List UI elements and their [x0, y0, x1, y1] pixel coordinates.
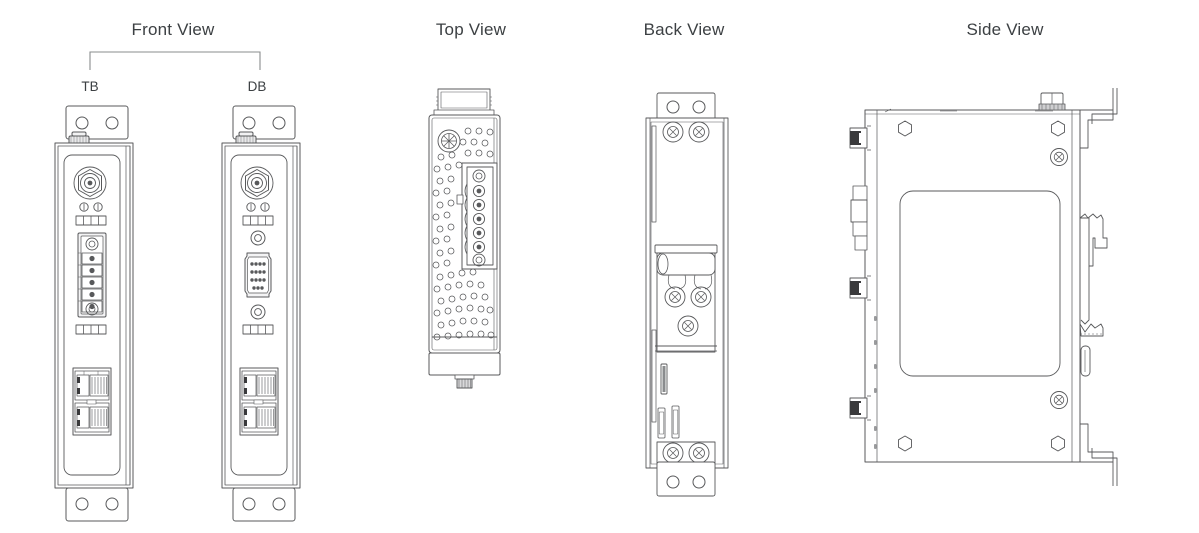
terminal-block-connector — [77, 232, 107, 318]
back-view-unit — [645, 92, 729, 497]
led-strip-lower — [242, 324, 274, 335]
front-view-variant-label-tb: TB — [81, 79, 99, 94]
top-view-terminal-block — [456, 162, 498, 270]
front-view-title: Front View — [131, 20, 215, 39]
top-mounting-bracket — [232, 105, 296, 140]
side-view-title: Side View — [966, 20, 1044, 39]
side-left-connectors — [849, 125, 877, 449]
side-connector-top — [849, 125, 871, 151]
side-connector-bottom — [849, 395, 871, 421]
back-top-screws — [662, 121, 710, 143]
front-view-bracket-line — [89, 51, 261, 70]
back-view-title: Back View — [643, 20, 725, 39]
side-hex-nuts — [898, 120, 1065, 452]
top-view-title: Top View — [435, 20, 507, 39]
din-rail-clip — [1079, 213, 1108, 377]
ethernet-port-1 — [74, 370, 110, 401]
top-cable-gland — [68, 131, 90, 145]
back-mount-plate — [654, 244, 718, 353]
bottom-mounting-bracket — [232, 487, 296, 522]
side-db-profile — [850, 185, 868, 251]
top-mounting-bracket — [65, 105, 129, 140]
led-strip-lower — [75, 324, 107, 335]
bottom-mounting-bracket — [65, 487, 129, 522]
front-view-variant-label-db: DB — [247, 79, 267, 94]
back-label-strips — [657, 405, 680, 439]
side-view-unit — [849, 88, 1118, 486]
side-mounting-flange — [1080, 88, 1118, 486]
ethernet-port-group — [239, 367, 279, 436]
top-view-rear-bracket — [433, 88, 495, 116]
back-bottom-bracket — [656, 461, 716, 497]
top-cable-gland — [235, 131, 257, 145]
back-card-slot — [660, 363, 668, 395]
front-view-db-unit — [221, 105, 301, 522]
db9-serial-connector — [244, 230, 272, 320]
side-recessed-panel — [899, 190, 1061, 377]
ethernet-port-2 — [74, 402, 110, 433]
ethernet-port-group — [72, 367, 112, 436]
sma-antenna-connector — [73, 166, 107, 200]
side-connector-middle — [849, 275, 871, 301]
side-screws — [1050, 148, 1068, 409]
front-view-tb-unit — [54, 105, 134, 522]
grounding-screw — [437, 129, 461, 153]
side-top-cable-gland — [1038, 92, 1066, 111]
ethernet-port-2 — [241, 402, 277, 433]
bottom-cable-gland — [454, 374, 475, 389]
sma-antenna-connector — [240, 166, 274, 200]
ethernet-port-1 — [241, 370, 277, 401]
led-strip-upper — [75, 215, 107, 226]
led-indicators — [246, 202, 270, 212]
led-strip-upper — [242, 215, 274, 226]
top-view-unit — [428, 88, 501, 389]
side-edge-vents — [874, 316, 877, 449]
led-indicators — [79, 202, 103, 212]
